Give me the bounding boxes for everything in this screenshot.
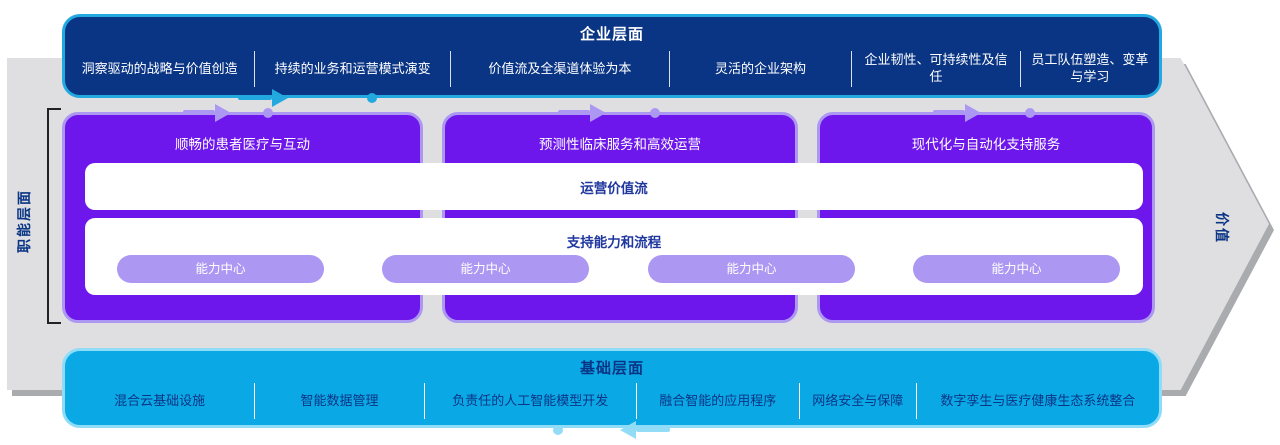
enterprise-item: 企业韧性、可持续性及信任 xyxy=(864,52,1008,84)
foundation-item: 负责任的人工智能模型开发 xyxy=(452,392,609,408)
foundation-item: 数字孪生与医疗健康生态系统整合 xyxy=(940,392,1136,408)
flow-arrowhead-icon xyxy=(215,104,231,122)
function-box-title: 现代化与自动化支持服务 xyxy=(911,137,1061,152)
divider xyxy=(915,383,917,419)
enterprise-item: 灵活的企业架构 xyxy=(714,60,806,76)
functional-layer-label: 职能层面 xyxy=(16,189,32,253)
capability-center-pill: 能力中心 xyxy=(913,255,1120,283)
divider xyxy=(423,383,425,419)
capability-center-pill: 能力中心 xyxy=(648,255,855,283)
divider xyxy=(1019,51,1021,87)
divider xyxy=(254,51,256,87)
function-box-title: 预测性临床服务和高效运营 xyxy=(539,137,701,152)
capability-center-pill: 能力中心 xyxy=(117,255,324,283)
foundation-items-row: 混合云基础设施 智能数据管理 负责任的人工智能模型开发 融合智能的应用程序 网络… xyxy=(65,379,1159,423)
support-capabilities-label: 支持能力和流程 xyxy=(566,235,662,250)
foundation-layer-bar: 基础层面 混合云基础设施 智能数据管理 负责任的人工智能模型开发 融合智能的应用… xyxy=(62,348,1162,428)
flow-dot-icon xyxy=(367,93,377,103)
flow-dot-icon xyxy=(553,425,563,435)
divider xyxy=(851,51,853,87)
enterprise-layer-bar: 企业层面 洞察驱动的战略与价值创造 持续的业务和运营模式演变 价值流及全渠道体验… xyxy=(62,14,1162,98)
enterprise-item: 价值流及全渠道体验为本 xyxy=(488,60,632,76)
value-stream-bar: 运营价值流 xyxy=(85,163,1143,210)
flow-arrow-icon xyxy=(933,110,965,115)
flow-arrow-icon xyxy=(558,110,590,115)
flow-arrow-icon xyxy=(238,95,272,100)
foundation-layer-title: 基础层面 xyxy=(579,360,644,377)
enterprise-item: 员工队伍塑造、变革与学习 xyxy=(1031,52,1149,84)
flow-arrow-icon xyxy=(636,427,670,432)
functional-layer-bracket xyxy=(47,108,61,324)
enterprise-items-row: 洞察驱动的战略与价值创造 持续的业务和运营模式演变 价值流及全渠道体验为本 灵活… xyxy=(65,45,1159,93)
flow-arrowhead-icon xyxy=(620,421,636,439)
capability-center-pill: 能力中心 xyxy=(382,255,589,283)
flow-arrow-icon xyxy=(183,110,215,115)
flow-dot-icon xyxy=(1025,108,1035,118)
foundation-item: 网络安全与保障 xyxy=(812,392,904,408)
divider xyxy=(254,383,256,419)
flow-dot-icon xyxy=(650,108,660,118)
enterprise-item: 持续的业务和运营模式演变 xyxy=(274,60,431,76)
foundation-item: 智能数据管理 xyxy=(300,392,379,408)
foundation-item: 融合智能的应用程序 xyxy=(659,392,777,408)
function-box-title: 顺畅的患者医疗与互动 xyxy=(175,137,310,152)
enterprise-item: 洞察驱动的战略与价值创造 xyxy=(81,60,238,76)
foundation-item: 混合云基础设施 xyxy=(114,392,206,408)
divider xyxy=(449,51,451,87)
divider xyxy=(798,383,800,419)
flow-dot-icon xyxy=(263,108,273,118)
value-stream-label: 运营价值流 xyxy=(580,180,648,196)
flow-arrowhead-icon xyxy=(272,89,288,107)
enterprise-layer-title: 企业层面 xyxy=(579,26,644,43)
value-label: 价值 xyxy=(1214,212,1230,244)
divider xyxy=(635,383,637,419)
flow-arrowhead-icon xyxy=(590,104,606,122)
flow-arrowhead-icon xyxy=(965,104,981,122)
divider xyxy=(668,51,670,87)
